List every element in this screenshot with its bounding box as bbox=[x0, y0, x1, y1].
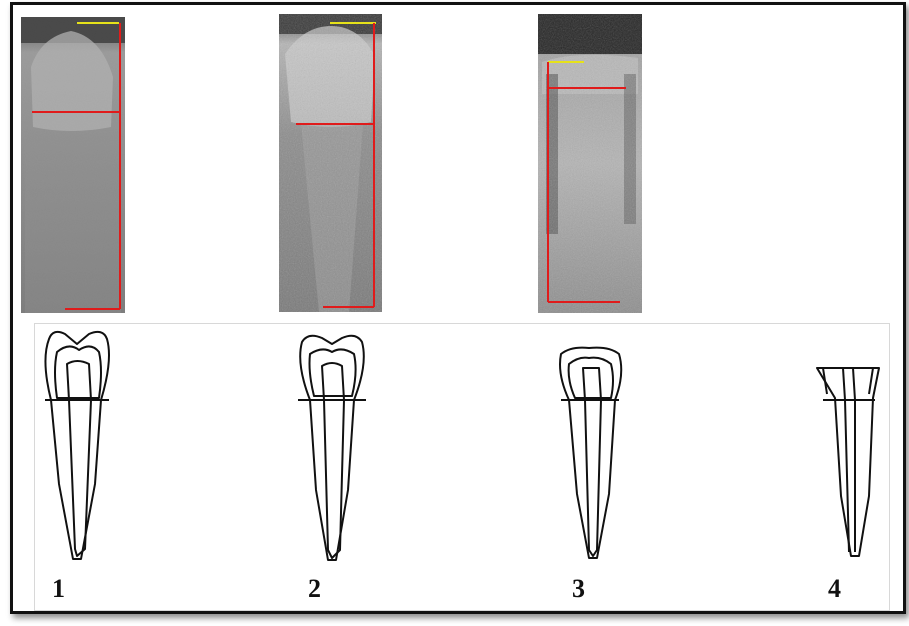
tooth-drawing-1 bbox=[45, 332, 109, 559]
tooth-drawing-4 bbox=[817, 368, 879, 556]
radiograph-2 bbox=[279, 14, 382, 312]
radiograph-3 bbox=[538, 14, 642, 313]
tooth-drawing-3 bbox=[560, 348, 621, 558]
tooth-drawings-panel bbox=[34, 323, 890, 611]
tooth-label-1: 1 bbox=[52, 576, 65, 602]
tooth-drawing-2 bbox=[298, 336, 366, 560]
tooth-label-2: 2 bbox=[308, 576, 321, 602]
radiograph-2-image bbox=[279, 14, 382, 312]
radiograph-3-image bbox=[538, 14, 642, 313]
radiograph-1-image bbox=[21, 17, 125, 313]
tooth-label-3: 3 bbox=[572, 576, 585, 602]
radiograph-1 bbox=[21, 17, 125, 313]
tooth-label-4: 4 bbox=[828, 576, 841, 602]
